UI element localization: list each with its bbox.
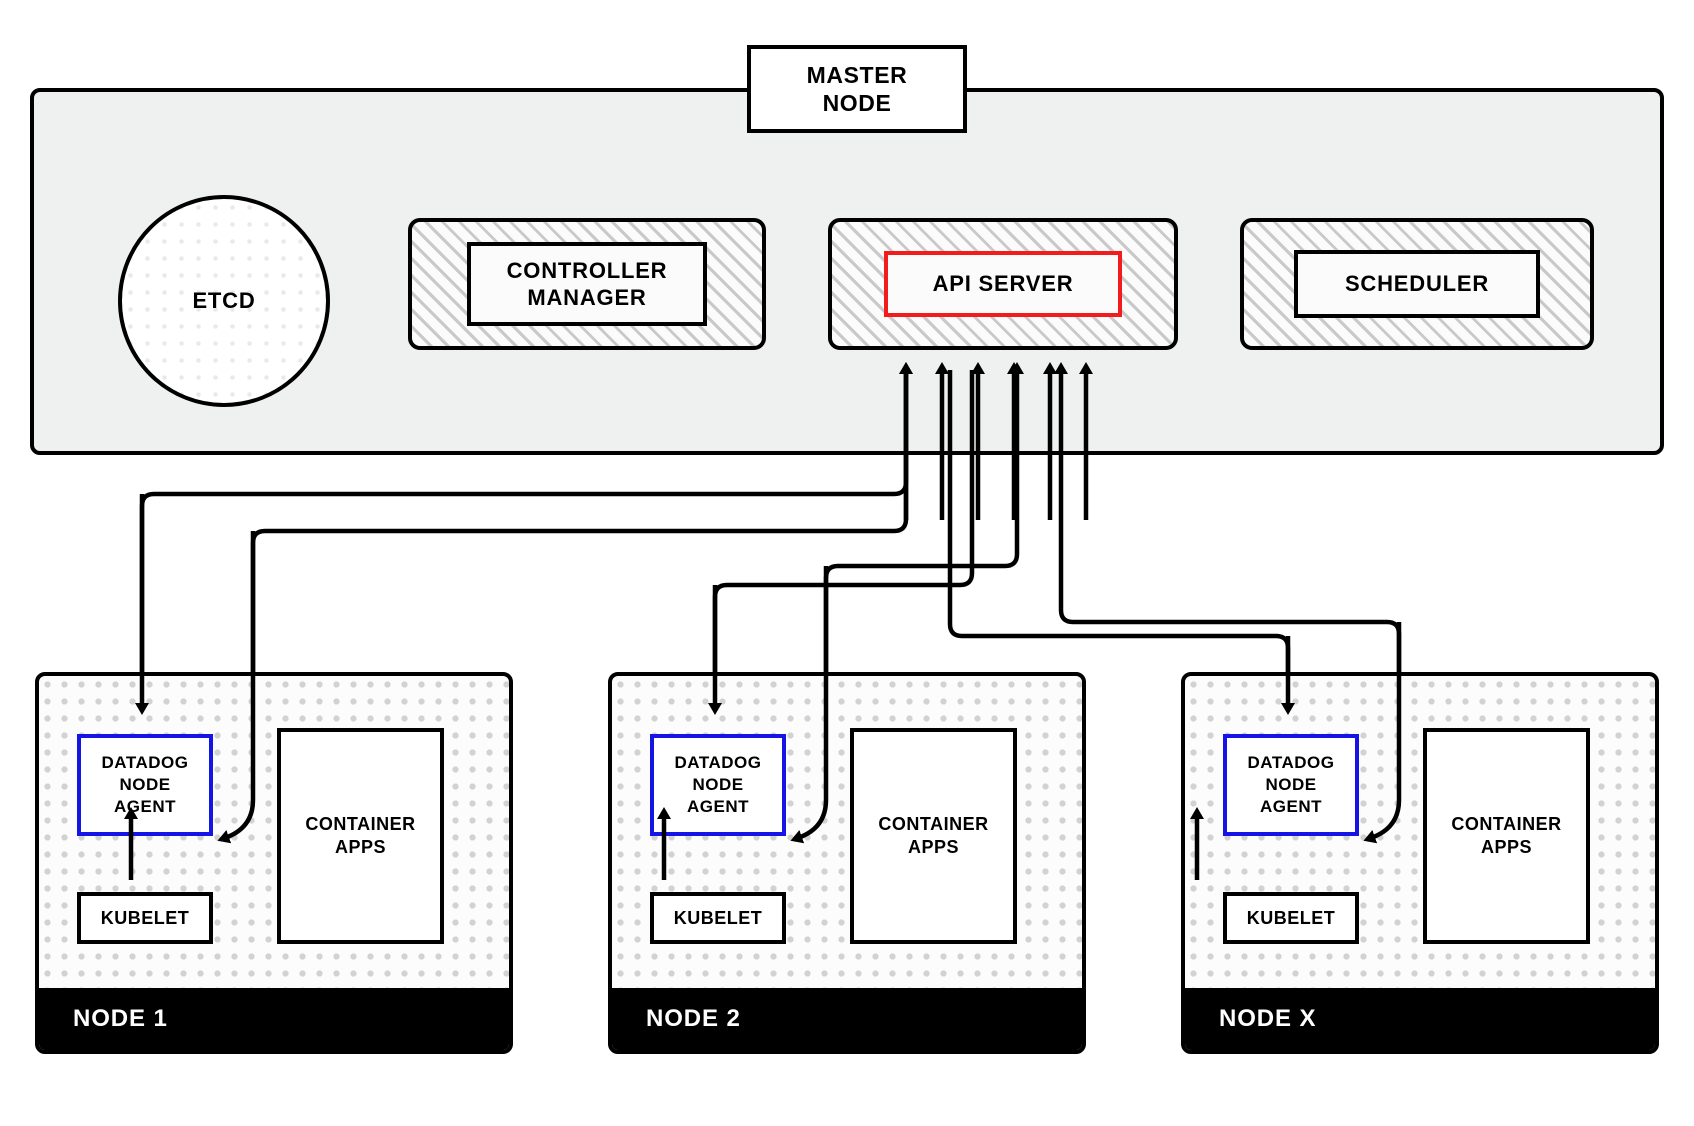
agent-2-line1: DATADOG (674, 753, 762, 773)
agent-x-line2: NODE (1265, 775, 1317, 795)
datadog-node-agent-2: DATADOG NODE AGENT (650, 734, 786, 836)
kubelet-x-label: KUBELET (1246, 907, 1336, 928)
agent-1-line3: AGENT (114, 796, 176, 816)
apps-1-line2: APPS (334, 837, 387, 857)
node-1-label: NODE 1 (73, 1005, 168, 1032)
apps-x-line1: CONTAINER (1451, 813, 1562, 834)
master-title-line2: NODE (822, 90, 892, 116)
master-node-title: MASTER NODE (747, 45, 967, 133)
controller-manager-inner: CONTROLLER MANAGER (467, 242, 707, 326)
node-x-footer: NODE X (1185, 988, 1655, 1050)
container-apps-1: CONTAINER APPS (277, 728, 444, 944)
agent-2-line3: AGENT (687, 796, 749, 816)
datadog-node-agent-1: DATADOG NODE AGENT (77, 734, 213, 836)
agent-x-line1: DATADOG (1247, 753, 1335, 773)
controller-manager-label-line1: CONTROLLER (506, 257, 668, 283)
api-server-inner: API SERVER (884, 251, 1122, 317)
controller-manager-component: CONTROLLER MANAGER (408, 218, 766, 350)
api-server-component: API SERVER (828, 218, 1178, 350)
controller-manager-label-line2: MANAGER (527, 285, 647, 310)
container-apps-2: CONTAINER APPS (850, 728, 1017, 944)
master-title-line1: MASTER (806, 61, 908, 88)
node-1-footer: NODE 1 (39, 988, 509, 1050)
agent-1-line1: DATADOG (101, 753, 189, 773)
kubelet-2-label: KUBELET (673, 907, 763, 928)
scheduler-label: SCHEDULER (1344, 271, 1490, 297)
agent-1-line2: NODE (119, 775, 171, 795)
kubelet-1-label: KUBELET (100, 907, 190, 928)
node-x-container: DATADOG NODE AGENT KUBELET CONTAINER APP… (1181, 672, 1659, 1054)
node-2-footer: NODE 2 (612, 988, 1082, 1050)
kubelet-x: KUBELET (1223, 892, 1359, 944)
etcd-label: ETCD (192, 288, 256, 313)
datadog-node-agent-x: DATADOG NODE AGENT (1223, 734, 1359, 836)
etcd-node: ETCD (118, 195, 330, 407)
apps-1-line1: CONTAINER (305, 813, 416, 834)
node-2-label: NODE 2 (646, 1005, 741, 1032)
agent-x-line3: AGENT (1260, 796, 1322, 816)
kubelet-1: KUBELET (77, 892, 213, 944)
api-server-label: API SERVER (932, 271, 1074, 297)
agent-2-line2: NODE (692, 775, 744, 795)
node-1-container: DATADOG NODE AGENT KUBELET CONTAINER APP… (35, 672, 513, 1054)
scheduler-component: SCHEDULER (1240, 218, 1594, 350)
node-2-container: DATADOG NODE AGENT KUBELET CONTAINER APP… (608, 672, 1086, 1054)
apps-x-line2: APPS (1480, 837, 1533, 857)
apps-2-line2: APPS (907, 837, 960, 857)
kubelet-2: KUBELET (650, 892, 786, 944)
scheduler-inner: SCHEDULER (1294, 250, 1540, 318)
node-x-label: NODE X (1219, 1005, 1317, 1032)
apps-2-line1: CONTAINER (878, 813, 989, 834)
container-apps-x: CONTAINER APPS (1423, 728, 1590, 944)
